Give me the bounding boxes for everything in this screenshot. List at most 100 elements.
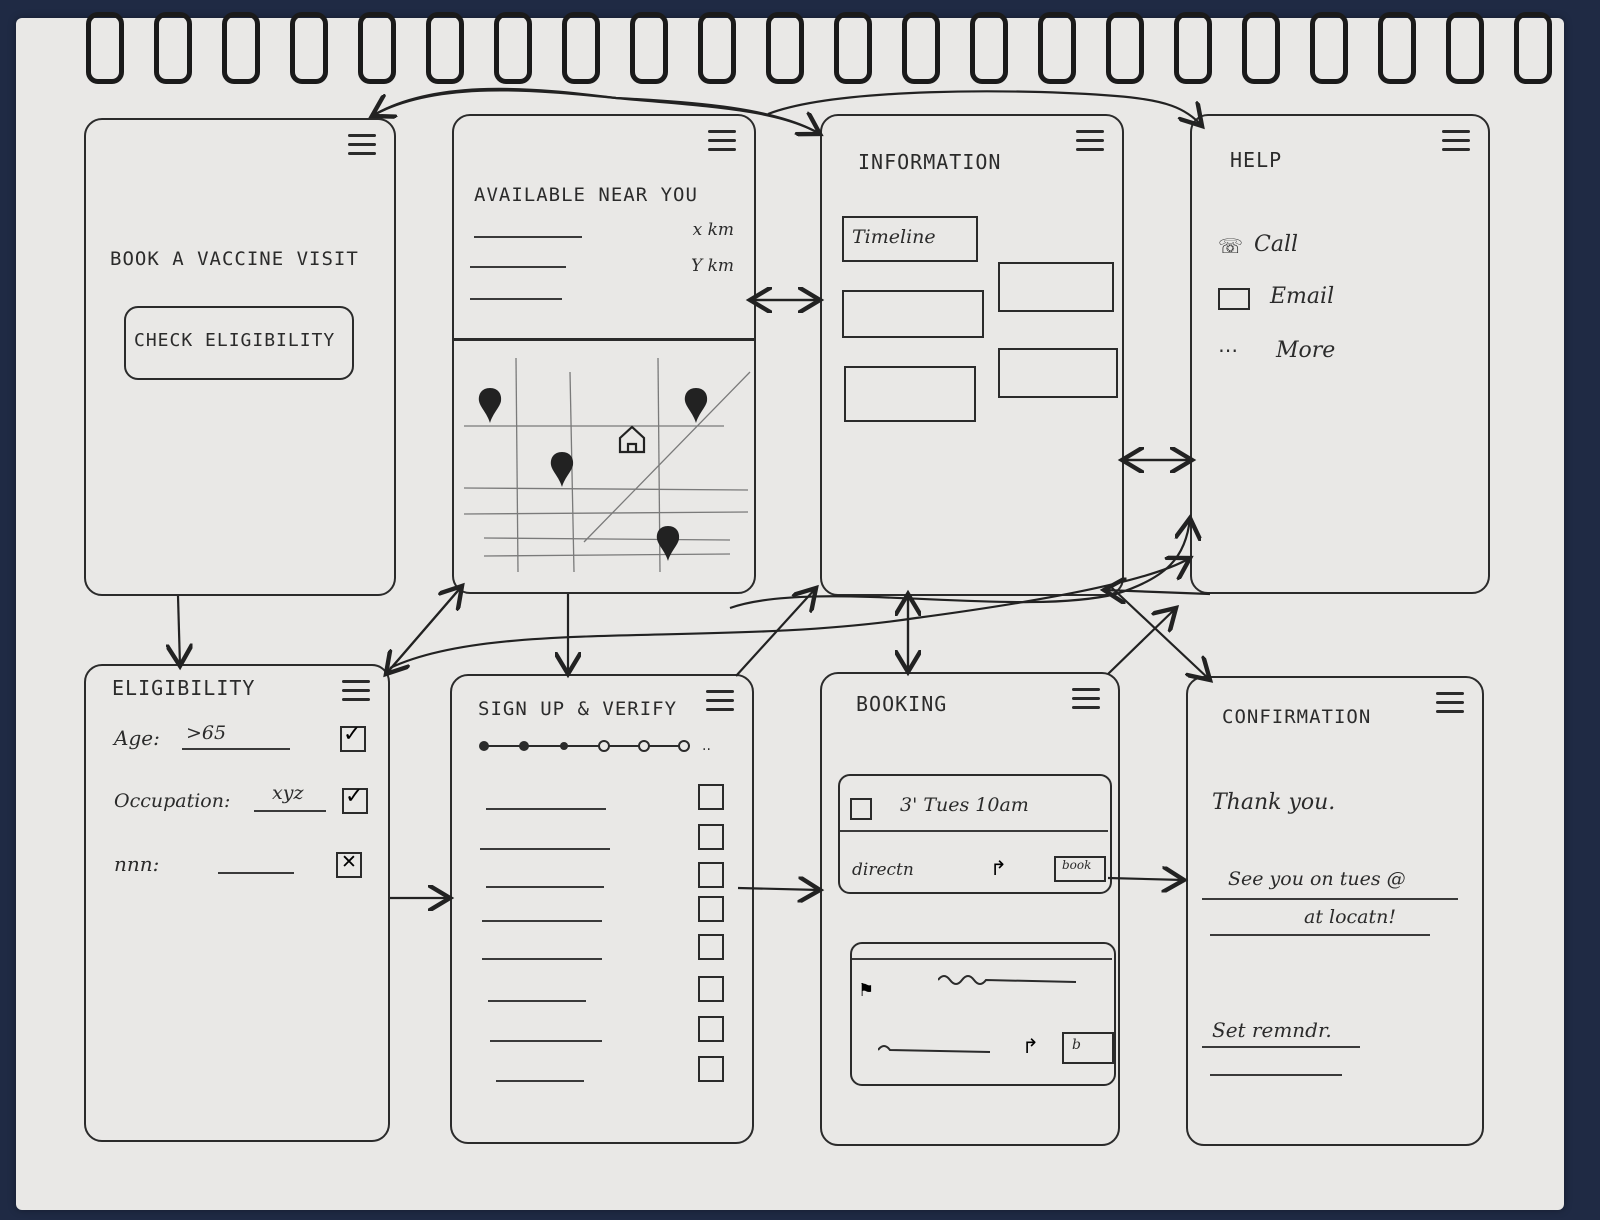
menu-icon[interactable]	[342, 680, 370, 702]
menu-icon[interactable]	[706, 690, 734, 712]
flow-arrow	[729, 518, 1190, 610]
form-checkbox[interactable]	[698, 1056, 724, 1082]
form-field[interactable]	[482, 920, 602, 922]
map[interactable]	[454, 342, 754, 588]
information-title: INFORMATION	[858, 150, 1002, 174]
reminder-link[interactable]: Set remndr.	[1212, 1018, 1332, 1042]
form-checkbox[interactable]	[698, 976, 724, 1002]
svg-text:..: ..	[702, 738, 711, 754]
map-pin-icon	[656, 526, 680, 561]
screen-help: HELP ☏ Call Email ⋯ More	[1190, 114, 1490, 594]
menu-icon[interactable]	[348, 134, 376, 156]
map-pin-icon	[684, 388, 708, 423]
arrow-right-icon: ↱	[990, 856, 1007, 880]
flow-arrow	[767, 90, 1202, 126]
age-label: Age:	[114, 726, 160, 750]
phone-icon: ☏	[1218, 234, 1244, 258]
form-checkbox[interactable]	[698, 824, 724, 850]
form-field[interactable]	[496, 1080, 584, 1082]
form-field[interactable]	[490, 1040, 602, 1042]
notebook-page: BOOK A VACCINE VISIT CHECK ELIGIBILITY A…	[16, 12, 1564, 1210]
form-field[interactable]	[486, 886, 604, 888]
other-field-underline[interactable]	[218, 872, 294, 874]
age-value[interactable]: >65	[186, 722, 227, 744]
signup-title: SIGN UP & VERIFY	[478, 698, 678, 720]
occupation-checkbox[interactable]: ✓	[342, 784, 368, 814]
progress-stepper: ..	[479, 738, 711, 754]
occupation-field-underline	[254, 810, 326, 812]
book-button[interactable]: b	[1062, 1032, 1114, 1064]
flag-icon: ⚑	[858, 980, 875, 1001]
email-label: Email	[1270, 284, 1335, 309]
spiral-coil	[426, 12, 464, 84]
spiral-coil	[630, 12, 668, 84]
list-item[interactable]	[474, 236, 582, 238]
flow-arrow	[1107, 878, 1184, 880]
spiral-coil	[1242, 12, 1280, 84]
slot-time: 3' Tues 10am	[900, 794, 1029, 816]
form-checkbox[interactable]	[698, 934, 724, 960]
flow-arrow	[178, 595, 180, 666]
info-card[interactable]	[842, 290, 984, 338]
form-checkbox[interactable]	[698, 862, 724, 888]
form-checkbox[interactable]	[698, 1016, 724, 1042]
book-title: BOOK A VACCINE VISIT	[110, 248, 359, 270]
info-card[interactable]	[844, 366, 976, 422]
call-label: Call	[1254, 232, 1299, 257]
more-option[interactable]: ⋯ More	[1218, 338, 1418, 368]
book-button-label: book	[1062, 858, 1092, 872]
flow-arrow	[737, 888, 820, 890]
check-eligibility-button[interactable]: CHECK ELIGIBILITY	[124, 306, 354, 380]
menu-icon[interactable]	[1436, 692, 1464, 714]
age-field-underline	[182, 748, 290, 750]
slot-checkbox[interactable]	[850, 798, 872, 820]
menu-icon[interactable]	[1076, 130, 1104, 152]
text-underline	[1210, 934, 1430, 936]
age-checkbox[interactable]: ✓	[340, 722, 366, 752]
menu-icon[interactable]	[1442, 130, 1470, 152]
menu-icon[interactable]	[708, 130, 736, 152]
form-field[interactable]	[480, 848, 610, 850]
distance-label: x km	[692, 220, 734, 240]
spiral-coil	[1378, 12, 1416, 84]
book-button[interactable]: book	[1054, 856, 1106, 882]
menu-icon[interactable]	[1072, 688, 1100, 710]
slot-card: ⚑ ↱ b	[850, 942, 1116, 1086]
distance-label: Y km	[690, 256, 734, 276]
occupation-value[interactable]: xyz	[272, 782, 304, 804]
form-checkbox[interactable]	[698, 784, 724, 810]
email-option[interactable]: Email	[1218, 284, 1398, 314]
spiral-coil	[1514, 12, 1552, 84]
list-item[interactable]	[470, 266, 566, 268]
screen-eligibility: ELIGIBILITY Age: >65 ✓ Occupation: xyz ✓…	[84, 664, 390, 1142]
text-underline	[1202, 1046, 1360, 1048]
occupation-label: Occupation:	[114, 790, 231, 812]
form-field[interactable]	[482, 958, 602, 960]
flow-arrow	[1109, 585, 1210, 680]
squiggle-text	[938, 975, 1077, 985]
list-item[interactable]	[470, 298, 562, 300]
screen-booking: BOOKING 3' Tues 10am directn ↱ book ⚑ ↱ …	[820, 672, 1120, 1146]
notebook-spiral	[86, 12, 1552, 88]
info-card[interactable]	[998, 262, 1114, 312]
info-card[interactable]	[998, 348, 1118, 398]
screen-confirmation: CONFIRMATION Thank you. See you on tues …	[1186, 676, 1484, 1146]
squiggle-text	[878, 1045, 991, 1053]
call-option[interactable]: ☏ Call	[1218, 232, 1398, 262]
slot-card: 3' Tues 10am directn ↱ book	[838, 774, 1112, 894]
map-pin-icon	[478, 388, 502, 423]
other-checkbox[interactable]: ✕	[336, 851, 362, 878]
form-checkbox[interactable]	[698, 896, 724, 922]
text-underline	[1202, 898, 1458, 900]
form-field[interactable]	[488, 1000, 586, 1002]
see-you-text: See you on tues @	[1228, 868, 1406, 890]
book-button-label: b	[1072, 1037, 1081, 1053]
spiral-coil	[1174, 12, 1212, 84]
spiral-coil	[222, 12, 260, 84]
flow-arrow	[389, 558, 1190, 669]
more-dots-icon: ⋯	[1218, 338, 1238, 362]
form-field[interactable]	[486, 808, 606, 810]
arrow-right-icon: ↱	[1022, 1034, 1039, 1058]
timeline-card[interactable]: Timeline	[842, 216, 978, 262]
directions-link[interactable]: directn	[852, 860, 914, 880]
